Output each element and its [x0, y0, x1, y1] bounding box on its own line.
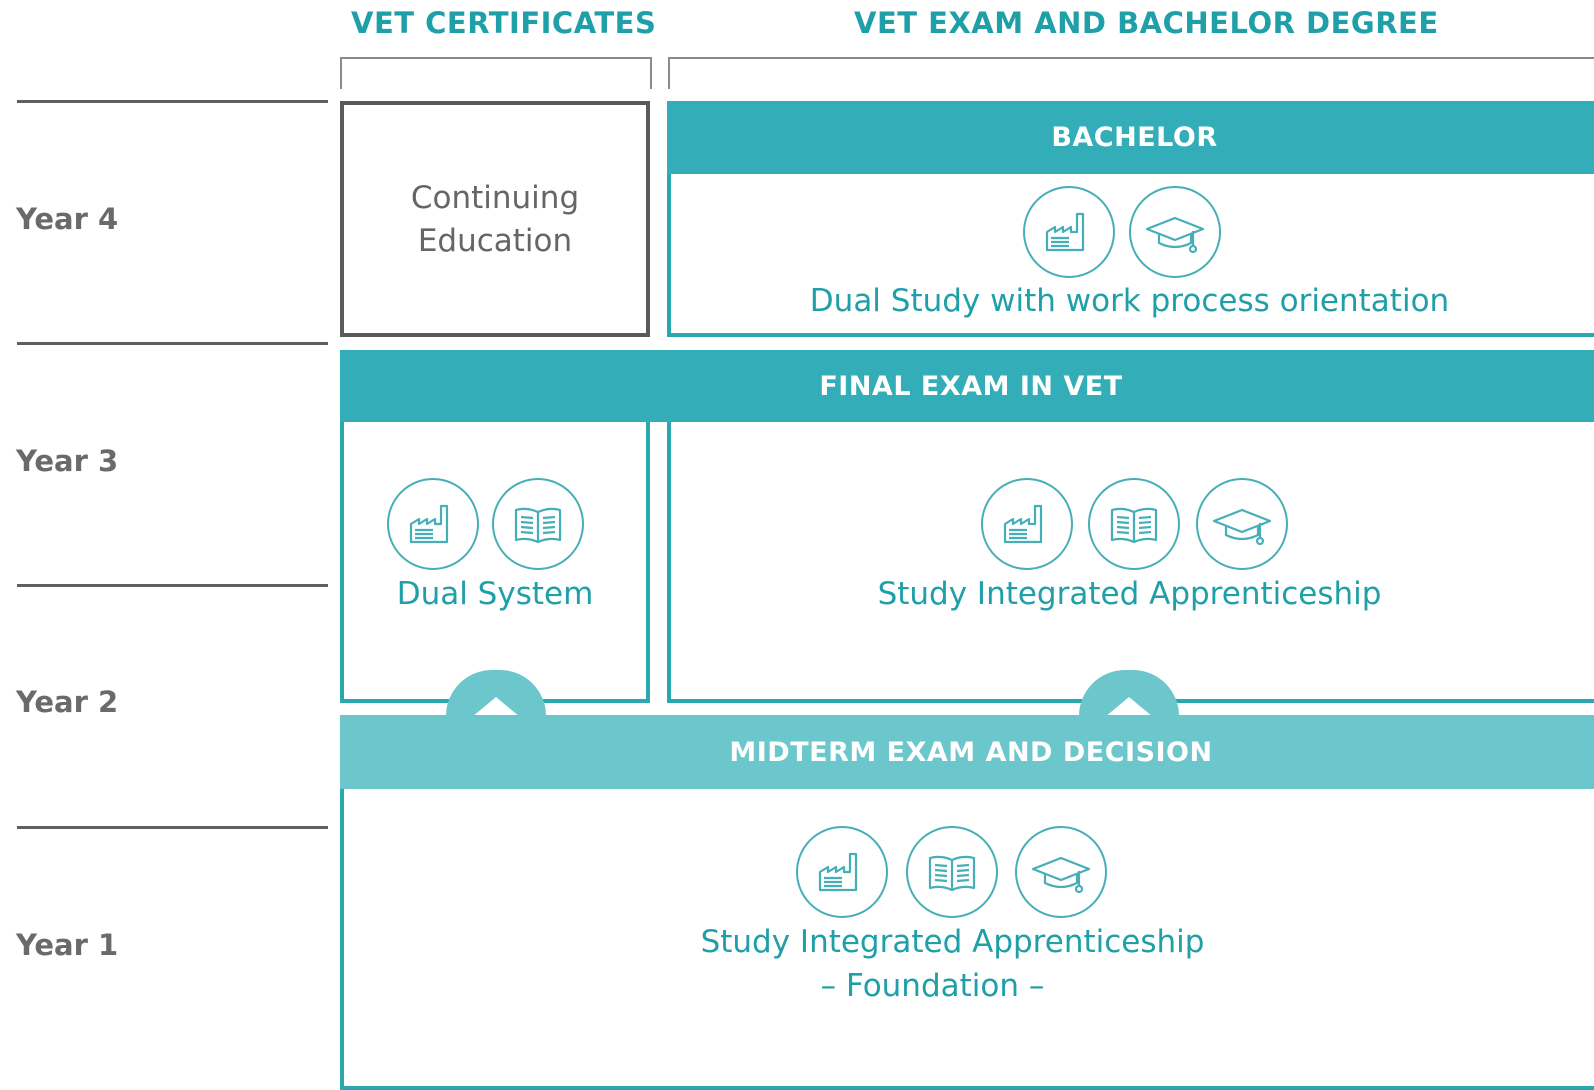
graduation-cap-icon [1196, 478, 1288, 570]
final-exam-band: FINAL EXAM IN VET [340, 350, 1594, 422]
foundation-caption: Study Integrated Apprenticeship [700, 924, 1205, 960]
study-integrated-caption: Study Integrated Apprenticeship [877, 576, 1382, 612]
vet-exam-bachelor-header: VET EXAM AND BACHELOR DEGREE [854, 6, 1439, 40]
book-icon [906, 826, 998, 918]
year-3-label: Year 3 [16, 444, 119, 478]
continuing-education-line1: Continuing [410, 180, 580, 216]
year-1-label: Year 1 [16, 928, 119, 962]
year-divider [17, 100, 328, 103]
graduation-cap-icon [1015, 826, 1107, 918]
year-2-label: Year 2 [16, 685, 119, 719]
book-icon [492, 478, 584, 570]
year-4-label: Year 4 [16, 202, 119, 236]
year-divider [17, 584, 328, 587]
factory-icon [981, 478, 1073, 570]
factory-icon [1023, 186, 1115, 278]
year-divider [17, 826, 328, 829]
year-divider [17, 342, 328, 345]
continuing-education-box [340, 101, 650, 337]
continuing-education-line2: Education [417, 223, 573, 259]
book-icon [1088, 478, 1180, 570]
vet-certificates-bracket [340, 57, 652, 89]
foundation-subcaption: – Foundation – [820, 968, 1045, 1004]
midterm-band: MIDTERM EXAM AND DECISION [340, 715, 1594, 789]
bachelor-band: BACHELOR [667, 101, 1594, 174]
arrow-up-icon [1105, 697, 1153, 717]
vet-exam-bracket [668, 57, 1594, 89]
bachelor-caption: Dual Study with work process orientation [809, 283, 1450, 319]
factory-icon [387, 478, 479, 570]
vet-certificates-header: VET CERTIFICATES [351, 6, 657, 40]
factory-icon [796, 826, 888, 918]
dual-system-caption: Dual System [396, 576, 594, 612]
graduation-cap-icon [1129, 186, 1221, 278]
arrow-up-icon [472, 697, 520, 717]
